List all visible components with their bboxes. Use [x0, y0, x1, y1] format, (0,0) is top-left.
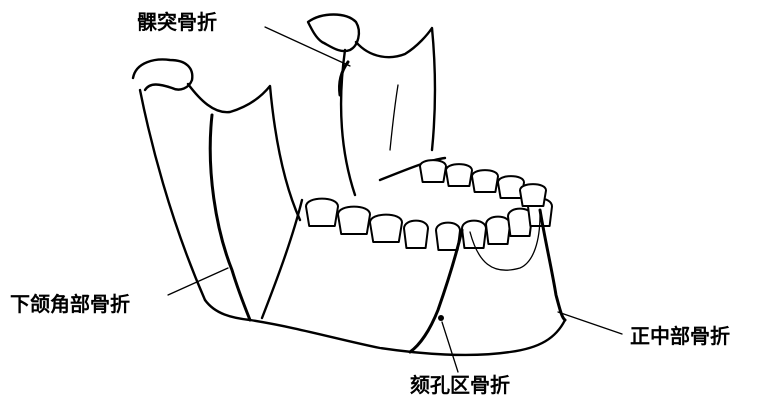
leader-mental [442, 322, 458, 372]
lower-tooth [486, 217, 510, 244]
label-midline-fracture: 正中部骨折 [630, 326, 730, 346]
back-tooth [472, 170, 498, 192]
back-teeth [420, 160, 546, 206]
lower-tooth [370, 215, 402, 242]
condyle-fracture-line [339, 62, 348, 95]
mental-foramen [438, 315, 444, 321]
label-condyle-fracture: 髁突骨折 [137, 12, 217, 32]
mandible-body [250, 320, 565, 355]
leader-midline [558, 312, 622, 334]
midline-fracture-line [540, 210, 565, 320]
right-ramus [308, 15, 435, 196]
lower-teeth [306, 199, 552, 250]
leader-angle [168, 268, 228, 295]
back-tooth [446, 164, 472, 186]
lower-tooth [404, 221, 428, 248]
label-mental-fracture: 颏孔区骨折 [410, 375, 510, 395]
label-angle-fracture: 下颌角部骨折 [10, 294, 130, 314]
back-tooth [420, 160, 446, 182]
lower-tooth [436, 223, 460, 250]
angle-fracture-line [210, 115, 250, 320]
lower-tooth [306, 199, 338, 226]
leader-condyle [265, 27, 350, 66]
back-tooth [520, 184, 546, 206]
lower-tooth [338, 207, 370, 234]
